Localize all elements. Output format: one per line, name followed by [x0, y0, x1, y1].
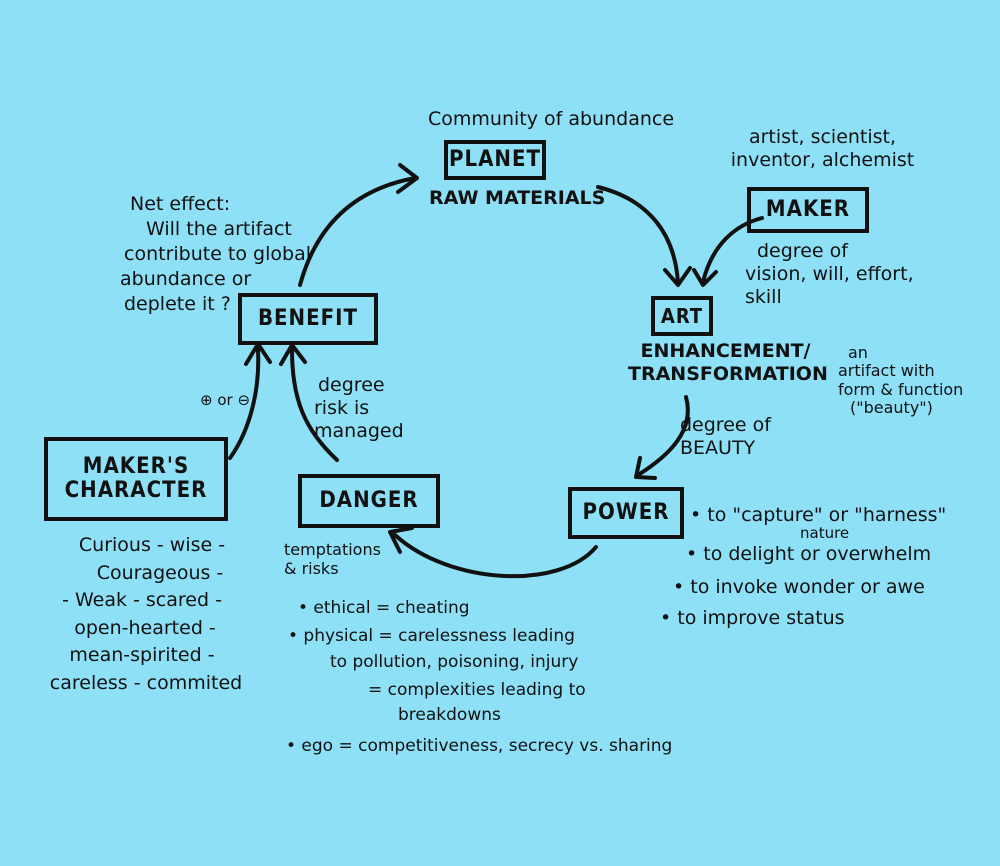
planet-node: PLANET [444, 140, 546, 180]
plus-minus-label: ⊕ or ⊖ [200, 391, 251, 409]
enhancement-line-1: ENHANCEMENT/ [640, 340, 811, 362]
temptations-line-1: temptations [284, 540, 381, 559]
risk-managed-line-3: managed [314, 419, 404, 442]
maker-degree-line-1: degree of [757, 240, 848, 262]
maker-degree-label: degree of vision, will, effort, skill [745, 240, 914, 308]
arrowhead-maker-art [692, 268, 718, 287]
arrowhead-danger [388, 526, 414, 554]
maker-degree-line-2: vision, will, effort, [745, 262, 914, 285]
maker-node: MAKER [747, 187, 869, 233]
trait-line-3: - Weak - scared - [62, 589, 222, 612]
artifact-line-2: artifact with [838, 361, 935, 381]
risk-complexities: = complexities leading to [368, 680, 586, 700]
community-label: Community of abundance [428, 108, 675, 130]
maker-roles-line-2: inventor, alchemist [730, 148, 915, 171]
makers-character-line-2: CHARACTER [64, 478, 208, 503]
risk-breakdowns: breakdowns [398, 705, 501, 725]
makers-character-node: MAKER'S CHARACTER [44, 437, 228, 521]
makers-character-line-1: MAKER'S [82, 453, 190, 479]
artifact-line-1: an [848, 343, 868, 362]
arrowhead-benefit-right [279, 343, 307, 366]
temptations-line-2: & risks [284, 559, 339, 579]
danger-node: DANGER [298, 474, 440, 528]
raw-materials-label: RAW MATERIALS [429, 187, 606, 209]
trait-line-1: Curious - wise - [78, 534, 226, 556]
power-node: POWER [568, 487, 684, 539]
artifact-line-3: form & function [838, 379, 964, 399]
degree-beauty-label: degree of BEAUTY [680, 414, 771, 460]
traits-label: Curious - wise - Courageous - - Weak - s… [28, 532, 256, 697]
risk-managed-line-2: risk is [314, 396, 370, 419]
maker-roles-label: artist, scientist, inventor, alchemist [730, 126, 915, 172]
degree-beauty-line-1: degree of [680, 414, 771, 436]
arrowhead-power [634, 456, 657, 480]
artifact-label: an artifact with form & function ("beaut… [838, 343, 964, 418]
arrowhead-benefit-left [244, 342, 272, 366]
risk-physical: • physical = carelessness leading [288, 626, 575, 646]
power-item-1-nature: nature [800, 524, 850, 542]
trait-line-5: mean-spirited - [69, 644, 215, 667]
benefit-node: BENEFIT [238, 293, 378, 345]
art-node: ART [651, 296, 713, 336]
enhancement-label: ENHANCEMENT/ TRANSFORMATION [628, 340, 828, 386]
trait-line-4: open-hearted - [74, 616, 216, 639]
power-item-3: • to invoke wonder or awe [673, 576, 925, 598]
arrow-power-to-danger [393, 533, 598, 579]
arrowhead-planet [396, 163, 419, 194]
trait-line-6: careless - commited [49, 671, 243, 694]
trait-line-2: Courageous - [96, 561, 224, 584]
power-item-4: • to improve status [660, 607, 845, 629]
enhancement-line-2: TRANSFORMATION [628, 362, 828, 385]
maker-degree-line-3: skill [745, 285, 782, 308]
power-item-1: • to "capture" or "harness" [690, 504, 947, 526]
arrow-planet-to-art [596, 185, 680, 285]
net-effect-line-3: contribute to global [124, 243, 311, 266]
risk-managed-label: degree risk is managed [314, 374, 404, 442]
risk-managed-line-1: degree [318, 374, 385, 396]
net-effect-line-4: abundance or [120, 268, 252, 291]
power-item-2: • to delight or overwhelm [686, 543, 932, 565]
maker-roles-line-1: artist, scientist, [748, 126, 897, 148]
artifact-line-4: ("beauty") [850, 398, 933, 418]
arrow-benefit-to-planet [298, 176, 417, 287]
net-effect-label: Net effect: Will the artifact contribute… [120, 192, 311, 317]
net-effect-line-5: deplete it ? [124, 293, 231, 316]
net-effect-line-1: Net effect: [130, 193, 231, 215]
risk-ethical: • ethical = cheating [298, 598, 470, 618]
risk-ego: • ego = competitiveness, secrecy vs. sha… [286, 736, 673, 756]
degree-beauty-line-2: BEAUTY [680, 436, 756, 459]
net-effect-line-2: Will the artifact [146, 218, 292, 241]
temptations-label: temptations & risks [284, 540, 381, 578]
arrowhead-art-left [663, 266, 692, 287]
risk-physical-cont: to pollution, poisoning, injury [330, 652, 579, 672]
